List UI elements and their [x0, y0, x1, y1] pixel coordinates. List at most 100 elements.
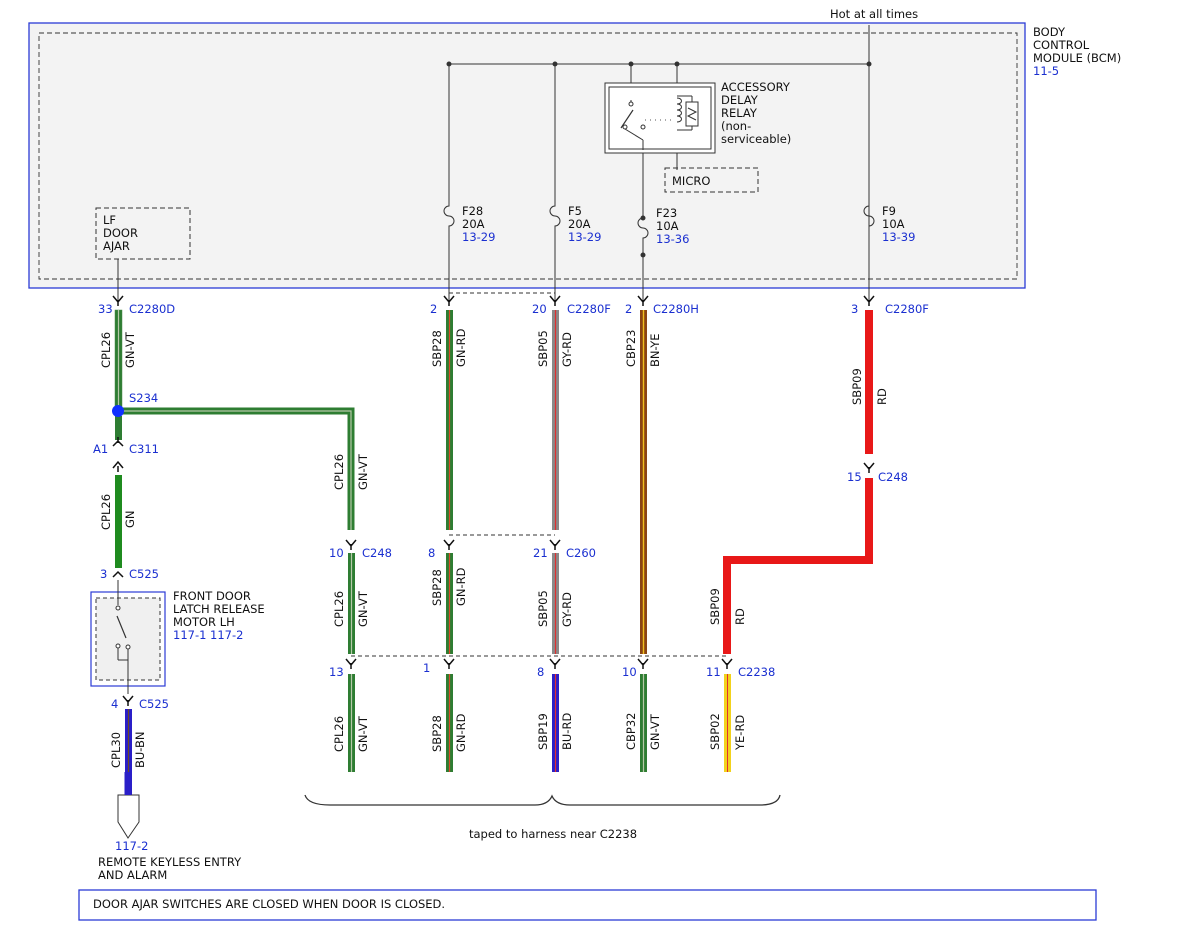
splice-label: S234	[129, 391, 158, 405]
fuse-f23[interactable]: F23 10A 13-36	[656, 206, 689, 246]
pin-number: 33	[98, 302, 113, 316]
fuse-f28[interactable]: F28 20A 13-29	[462, 204, 495, 244]
wire-circuit: SBP28	[430, 330, 444, 367]
wire-circuit: CPL30	[109, 732, 123, 768]
micro-box[interactable]	[664, 167, 759, 193]
wire-color: GN-RD	[454, 328, 468, 367]
wire-circuit: CPL26	[332, 716, 346, 752]
lf-door-label-1: LF	[103, 213, 116, 227]
connector-c2238-pins[interactable]: 13 1 8 10 11 C2238	[329, 661, 775, 679]
wire-circuit: CPL26	[332, 454, 346, 490]
wire-circuit: CPL26	[332, 591, 346, 627]
connector-c2280f-b[interactable]: 20 C2280F	[532, 302, 611, 316]
pin-number: 2	[625, 302, 632, 316]
fuse-name: F28	[462, 204, 483, 218]
connector-c2280f-a[interactable]: 2	[430, 302, 437, 316]
fuse-f5[interactable]: F5 20A 13-29	[568, 204, 601, 244]
connector-c2280h[interactable]: 2 C2280H	[625, 302, 699, 316]
connector-c525-a[interactable]: 3 C525	[100, 567, 159, 581]
pin-number: 10	[622, 665, 637, 679]
wire-color: YE-RD	[733, 715, 747, 751]
wire-cpl26-branch[interactable]	[118, 407, 355, 530]
latch-release-motor[interactable]	[90, 580, 166, 694]
pin-number: 15	[847, 470, 862, 484]
fuse-rating: 20A	[462, 217, 485, 231]
wire-cpl26-gn-vt-short[interactable]	[115, 416, 122, 440]
fuse-ref[interactable]: 13-36	[656, 232, 689, 246]
latch-ref-2[interactable]: 117-2	[210, 628, 243, 642]
connector-c525-b[interactable]: 4 C525	[111, 697, 169, 711]
fuse-ref[interactable]: 13-29	[462, 230, 495, 244]
connector-c311[interactable]: A1 C311	[93, 442, 159, 456]
connector-c248-b[interactable]: 10 C248	[329, 546, 392, 560]
connector-c260[interactable]: 21 C260	[533, 546, 596, 560]
footer-note-box	[78, 889, 1097, 921]
wire-circuit: SBP09	[850, 368, 864, 405]
connector-c248-a[interactable]: 15 C248	[847, 470, 908, 484]
connector-name: C260	[566, 546, 596, 560]
wire-color: BU-BN	[133, 731, 147, 768]
wire-cpl26-gn[interactable]	[115, 475, 122, 568]
wire-sbp09-route[interactable]	[723, 478, 873, 654]
bcm-label-3: MODULE (BCM)	[1033, 51, 1121, 65]
pin-number: 8	[428, 546, 435, 560]
latch-ref-1[interactable]: 117-1	[173, 628, 206, 642]
connector-name: C311	[129, 442, 159, 456]
splice-s234[interactable]	[112, 405, 124, 417]
connector-name: C2280H	[653, 302, 699, 316]
connector-dashes	[351, 292, 727, 657]
fuse-ref[interactable]: 13-39	[882, 230, 915, 244]
hot-label: Hot at all times	[830, 7, 918, 21]
wire-circuit: SBP09	[708, 588, 722, 625]
wire-circuit: SBP28	[430, 715, 444, 752]
wire-color: GN	[123, 510, 137, 528]
wire-sbp09-top[interactable]	[865, 310, 873, 454]
pin-number: 11	[706, 665, 721, 679]
connector-c2280d[interactable]: 33 C2280D	[98, 302, 175, 316]
connector-name: C248	[878, 470, 908, 484]
wire-circuit: CBP32	[624, 713, 638, 751]
pin-number: 13	[329, 665, 344, 679]
bcm-module[interactable]	[28, 22, 1026, 289]
latch-label-1: FRONT DOOR	[173, 589, 251, 603]
pin-number: 1	[423, 661, 430, 675]
wire-circuit: SBP19	[536, 713, 550, 750]
fuse-f9[interactable]: F9 10A 13-39	[882, 204, 915, 244]
wire-circuit: CPL26	[99, 332, 113, 368]
wire-tracer	[118, 410, 352, 530]
rke-page-arrow[interactable]	[117, 772, 140, 839]
wire-circuit: SBP05	[536, 590, 550, 627]
wire-color: GN-VT	[123, 331, 137, 368]
wire-color: RD	[733, 608, 747, 625]
lf-door-label-3: AJAR	[103, 239, 130, 253]
relay-label-2: DELAY	[721, 93, 759, 107]
relay-label-4: (non-	[721, 119, 751, 133]
wire-circuit: SBP05	[536, 330, 550, 367]
wire-circuit: SBP02	[708, 713, 722, 750]
lf-door-ajar-box[interactable]	[95, 207, 191, 260]
connector-c2280f-c[interactable]: 3 C2280F	[851, 302, 929, 316]
accessory-delay-relay[interactable]	[604, 82, 716, 154]
bcm-label-1: BODY	[1033, 25, 1066, 39]
pin-number: 10	[329, 546, 344, 560]
pin-number: 21	[533, 546, 548, 560]
fuse-rating: 10A	[656, 219, 679, 233]
fuse-ref[interactable]: 13-29	[568, 230, 601, 244]
connector-name: C2280F	[885, 302, 929, 316]
pin-number: 3	[100, 567, 107, 581]
pin-number: 2	[430, 302, 437, 316]
pin-number: 20	[532, 302, 547, 316]
rke-label-2: AND ALARM	[98, 868, 167, 882]
connector-name: C525	[139, 697, 169, 711]
bcm-label-2: CONTROL	[1033, 38, 1090, 52]
micro-label: MICRO	[672, 174, 710, 188]
bcm-ref[interactable]: 11-5	[1033, 64, 1059, 78]
connector-name: C2280F	[567, 302, 611, 316]
wire-color: GN-VT	[356, 453, 370, 490]
connector-c248-c[interactable]: 8	[428, 546, 435, 560]
rke-ref[interactable]: 117-2	[115, 839, 148, 853]
connector-name: C2280D	[129, 302, 175, 316]
wire-color: GN-VT	[356, 590, 370, 627]
wire-circuit: SBP28	[430, 569, 444, 606]
wire-color: BN-YE	[648, 333, 662, 367]
